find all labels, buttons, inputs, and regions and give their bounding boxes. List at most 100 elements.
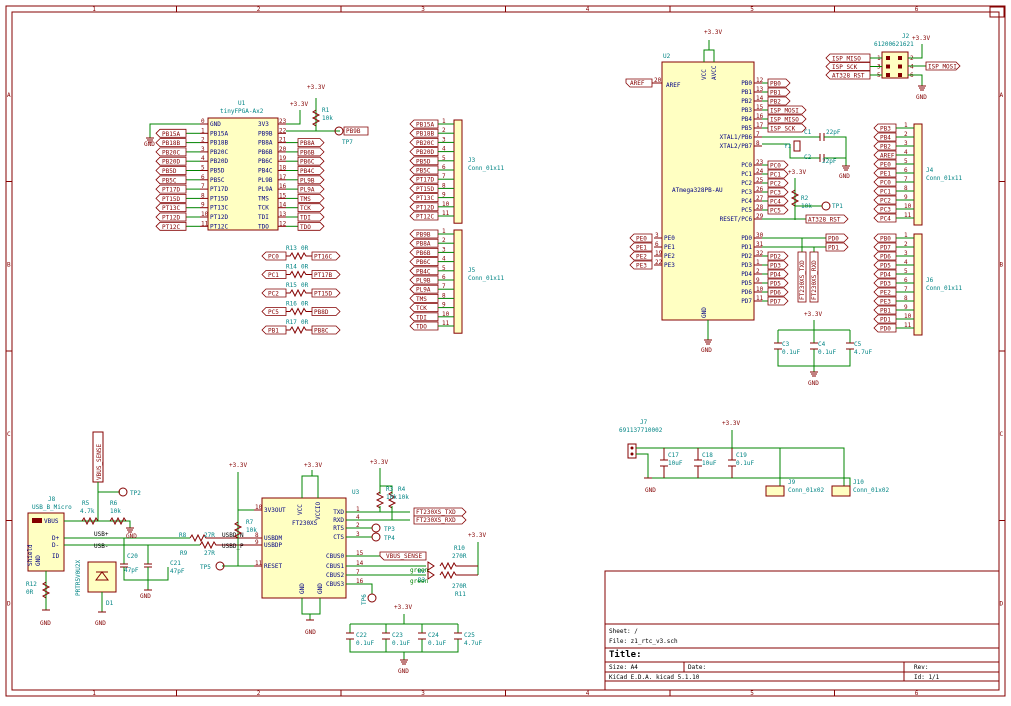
j5-pin-label-box xyxy=(409,229,439,239)
u2-left-pin-num: 22 xyxy=(655,259,663,266)
u1-left-label-box xyxy=(155,138,187,148)
j2-value: 61200621621 xyxy=(874,41,914,48)
u2-right-pin-num: 8 xyxy=(756,140,760,147)
u2-pc-label-box xyxy=(767,205,789,215)
u2-pd-label: PD2 xyxy=(770,254,781,261)
cap-ref: C18 xyxy=(702,452,713,459)
j3-pin-label-box xyxy=(409,156,439,166)
res-ref: R13 xyxy=(286,245,297,252)
u1-left-label: PB20D xyxy=(162,159,180,166)
u1-left-label: PB5D xyxy=(162,168,177,175)
u2-pd-label-box xyxy=(767,260,789,270)
j4-pin-num: 2 xyxy=(904,131,908,138)
cap-value: 4.7uF xyxy=(854,349,872,356)
j6-body xyxy=(913,233,923,336)
r12-ref: R12 xyxy=(26,581,37,588)
xtal-gnd: GND xyxy=(839,173,850,180)
j4-pin-label: AREF xyxy=(880,153,895,160)
u2-pd-label: PD4 xyxy=(770,272,781,279)
u1-left-pin-num: 7 xyxy=(201,183,205,190)
res-left-label: PB1 xyxy=(268,328,279,335)
u1-left-pin-name: PT13C xyxy=(210,205,228,212)
u2-pd-label: PD1 xyxy=(828,245,839,252)
r2-reset: +3.3V R2 10k TP1 xyxy=(788,169,843,220)
r8-ref: R8 xyxy=(179,532,187,539)
j5-pin-label-box xyxy=(409,293,439,303)
res-ref: R14 xyxy=(286,264,297,271)
j4-ref: J4 xyxy=(926,167,934,174)
col-mark-top: 2 xyxy=(257,6,261,13)
d1-gnd: GND xyxy=(95,620,106,627)
r7-ref: R7 xyxy=(246,519,254,526)
j6-pin-label-box xyxy=(873,278,897,288)
res-value: 0R xyxy=(301,245,309,252)
u2-aref-pin: AREF xyxy=(666,82,681,89)
d3-value: green xyxy=(410,578,428,585)
u2-pc-label: PC3 xyxy=(770,190,781,197)
tp5-icon xyxy=(215,561,225,571)
j4-pin-num: 6 xyxy=(904,167,908,174)
row-mark-right: D xyxy=(1000,600,1004,607)
u1-gnd: GND xyxy=(144,141,155,148)
u2-gnd: GND xyxy=(701,347,712,354)
j6-pin-label-box xyxy=(873,323,897,333)
res-right-label-box xyxy=(311,325,341,335)
u2-right-pin-name: PD4 xyxy=(741,271,752,278)
j4-pin-label-box xyxy=(873,204,897,214)
u1-left-label-box xyxy=(155,184,187,194)
u1-left-pin-num: 8 xyxy=(201,192,205,199)
u3-body xyxy=(261,497,347,599)
j2-right-label: ISP_MOSI xyxy=(928,64,957,71)
j3-pin-label-box xyxy=(409,202,439,212)
j3-value: Conn_01x11 xyxy=(468,165,505,172)
j4-pin-num: 10 xyxy=(904,203,912,210)
j5-pin-num: 6 xyxy=(442,274,446,281)
row-mark-right: A xyxy=(1000,92,1004,99)
cbus-vbus-sense: VBUS_SENSE xyxy=(386,553,423,560)
u1-left-pin-name: PT12D xyxy=(210,214,228,221)
u3-right-pin-num: 14 xyxy=(356,560,364,567)
u1-left-label: PB15A xyxy=(162,131,180,138)
tp7-ref: TP7 xyxy=(342,139,353,146)
j3-pin-num: 1 xyxy=(442,118,446,125)
res-left-label: PC5 xyxy=(268,309,279,316)
tp5-ref: TP5 xyxy=(200,564,211,571)
row-mark-right: B xyxy=(1000,261,1004,268)
u2caps-gnd: GND xyxy=(808,380,819,387)
j2-pin-pad xyxy=(898,56,902,60)
j3-ref: J3 xyxy=(468,157,476,164)
u1-right-pin-name: PB9B xyxy=(258,130,273,137)
u2-right-pin-num: 30 xyxy=(756,232,764,239)
u1-left-label-box xyxy=(155,193,187,203)
u1-left-pin-num: 10 xyxy=(201,211,209,218)
r1-power: +3.3V xyxy=(307,84,325,91)
j3-pin-label-box xyxy=(409,119,439,129)
u3-right-pin-name: CBUS1 xyxy=(326,563,344,570)
col-mark-bottom: 6 xyxy=(915,690,919,697)
u3-right-pin-name: CTS xyxy=(333,534,344,541)
j3-pin-label: PB18B xyxy=(416,131,434,138)
j2-pin-pad xyxy=(886,73,890,77)
tp7-icon xyxy=(334,126,344,136)
j5-pin-label: PB8A xyxy=(416,241,431,248)
r3-value: 10k xyxy=(386,494,397,501)
u1-right-pin-name: PL9B xyxy=(258,177,273,184)
u3-left-pin-num: 10 xyxy=(255,504,263,511)
u2-right-pin-num: 25 xyxy=(756,177,764,184)
u1-left-label-box xyxy=(155,156,187,166)
j4-pin-label: PB3 xyxy=(880,126,891,133)
j5-pin-num: 7 xyxy=(442,283,446,290)
u1-left-label-box xyxy=(155,212,187,222)
j3-body xyxy=(453,119,463,224)
cap-value: 0.1uF xyxy=(356,640,374,647)
j3-pin-num: 5 xyxy=(442,155,446,162)
j5-pin-label: PB4C xyxy=(416,268,431,275)
j4-pin-label: PC4 xyxy=(880,216,891,223)
res-left-label-box xyxy=(261,251,287,261)
j3-pin-label-box xyxy=(409,128,439,138)
j6-pin-num: 7 xyxy=(904,286,908,293)
res-symbol xyxy=(286,288,312,298)
u3-left-pin-num: 11 xyxy=(255,560,263,567)
u3-3v3-power: +3.3V xyxy=(229,462,247,469)
